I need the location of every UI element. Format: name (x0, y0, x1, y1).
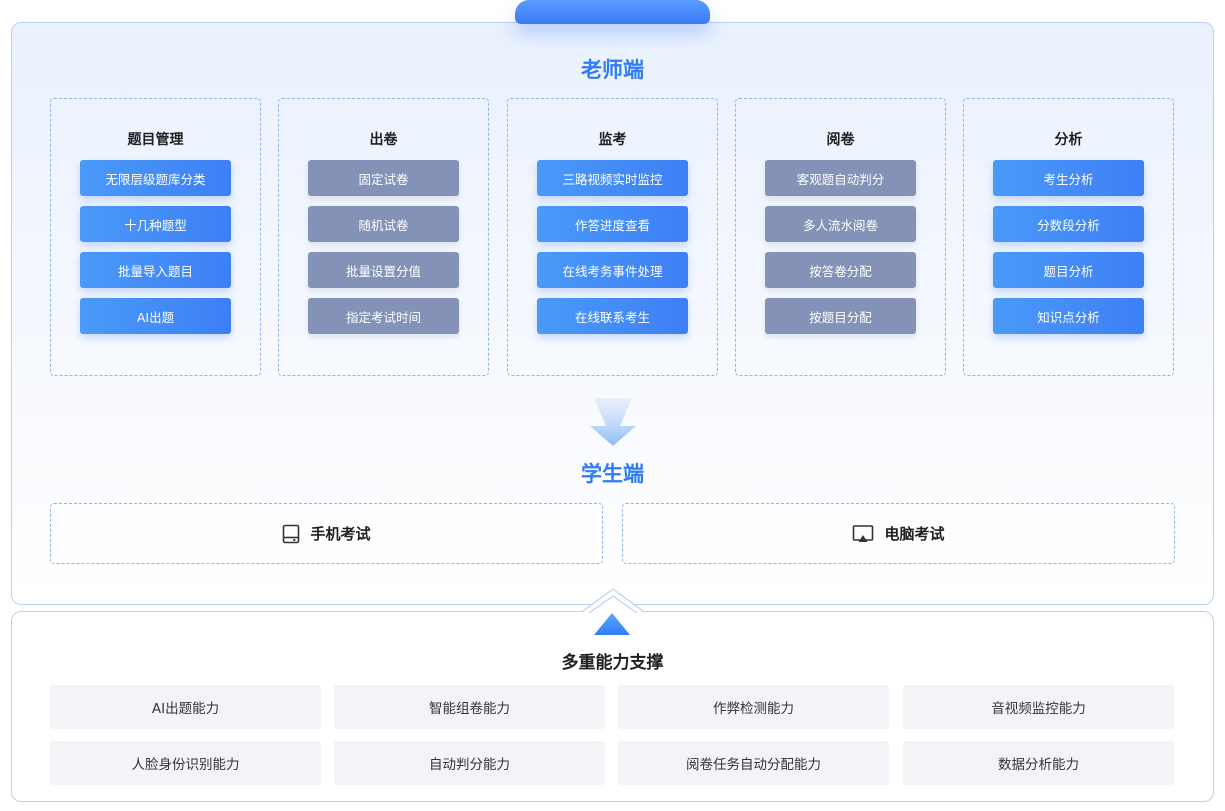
module-title: 分析 (1054, 132, 1083, 148)
mobile-exam-label: 手机考试 (310, 525, 371, 543)
feature-button[interactable]: 批量设置分值 (308, 252, 459, 288)
module-question-management: 题目管理无限层级题库分类十几种题型批量导入题目 AI出题 (50, 98, 261, 376)
capability-item: 人脸身份识别能力 (50, 741, 321, 785)
monitor-icon (852, 524, 874, 544)
capability-item: 作弊检测能力 (618, 685, 889, 729)
feature-button[interactable]: 考生分析 (993, 160, 1144, 196)
mobile-exam-box: 手机考试 (50, 503, 603, 564)
feature-button[interactable]: 固定试卷 (308, 160, 459, 196)
module-exam-paper: 出卷固定试卷随机试卷批量设置分值指定考试时间 (278, 98, 489, 376)
module-grading: 阅卷客观题自动判分多人流水阅卷按答卷分配按题目分配 (735, 98, 946, 376)
feature-button[interactable]: 题目分析 (993, 252, 1144, 288)
top-tab-decoration (515, 0, 710, 24)
support-section-title: 多重能力支撑 (561, 653, 664, 673)
pc-exam-box: 电脑考试 (622, 503, 1175, 564)
capability-item: 阅卷任务自动分配能力 (618, 741, 889, 785)
feature-button[interactable]: 分数段分析 (993, 206, 1144, 242)
feature-button[interactable]: 在线考务事件处理 (537, 252, 688, 288)
feature-button[interactable]: 随机试卷 (308, 206, 459, 242)
capability-item: 自动判分能力 (334, 741, 605, 785)
feature-button[interactable]: AI出题 (80, 298, 231, 334)
module-title: 题目管理 (127, 132, 184, 148)
chevron-connector (583, 588, 643, 616)
feature-button[interactable]: 无限层级题库分类 (80, 160, 231, 196)
feature-button[interactable]: 三路视频实时监控 (537, 160, 688, 196)
module-proctoring: 监考三路视频实时监控作答进度查看在线考务事件处理在线联系考生 (507, 98, 718, 376)
capability-item: 音视频监控能力 (903, 685, 1174, 729)
teacher-section-title: 老师端 (581, 58, 644, 82)
feature-button[interactable]: 客观题自动判分 (765, 160, 916, 196)
feature-button[interactable]: 作答进度查看 (537, 206, 688, 242)
tablet-icon (282, 524, 300, 544)
feature-button[interactable]: 在线联系考生 (537, 298, 688, 334)
capability-item: AI出题能力 (50, 685, 321, 729)
module-title: 阅卷 (826, 132, 855, 148)
feature-button[interactable]: 知识点分析 (993, 298, 1144, 334)
arrow-up-icon (594, 613, 630, 635)
feature-button[interactable]: 批量导入题目 (80, 252, 231, 288)
feature-button[interactable]: 指定考试时间 (308, 298, 459, 334)
feature-button[interactable]: 多人流水阅卷 (765, 206, 916, 242)
capability-item: 数据分析能力 (903, 741, 1174, 785)
capability-item: 智能组卷能力 (334, 685, 605, 729)
arrow-down-icon (590, 398, 636, 446)
feature-button[interactable]: 十几种题型 (80, 206, 231, 242)
module-title: 出卷 (369, 132, 398, 148)
module-analysis: 分析考生分析分数段分析题目分析知识点分析 (963, 98, 1174, 376)
feature-button[interactable]: 按答卷分配 (765, 252, 916, 288)
pc-exam-label: 电脑考试 (884, 525, 945, 543)
feature-button[interactable]: 按题目分配 (765, 298, 916, 334)
student-section-title: 学生端 (581, 462, 644, 486)
module-title: 监考 (598, 132, 627, 148)
